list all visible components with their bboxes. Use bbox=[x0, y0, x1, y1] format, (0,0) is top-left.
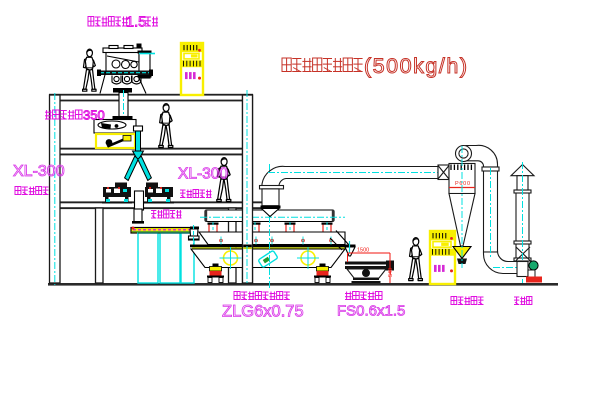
svg-text:P600: P600 bbox=[455, 181, 470, 187]
svg-text:ZLG6x0.75: ZLG6x0.75 bbox=[222, 303, 304, 321]
svg-text:FS0.6x1.5: FS0.6x1.5 bbox=[337, 303, 405, 320]
svg-text:XL-300: XL-300 bbox=[178, 166, 228, 183]
svg-text:(500kg/h): (500kg/h) bbox=[364, 54, 467, 78]
svg-text:350: 350 bbox=[83, 108, 105, 123]
svg-text:1.5: 1.5 bbox=[126, 15, 146, 31]
svg-text:XL-300: XL-300 bbox=[13, 163, 65, 180]
svg-text:540: 540 bbox=[388, 268, 394, 277]
svg-text:1500: 1500 bbox=[357, 248, 369, 254]
